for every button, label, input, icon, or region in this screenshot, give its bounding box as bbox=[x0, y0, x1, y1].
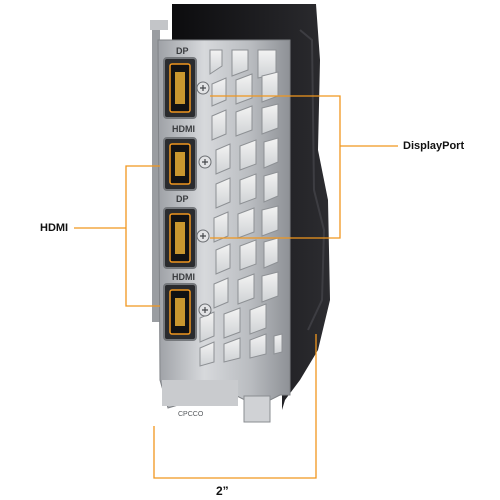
bracket-width-label: 2” bbox=[216, 484, 229, 498]
port-label-hdmi-1: HDMI bbox=[172, 124, 195, 134]
displayport-connector-1 bbox=[163, 57, 210, 119]
shroud-edge-highlight bbox=[299, 29, 326, 331]
port-label-dp-1: DP bbox=[176, 46, 189, 56]
displayport-callout-lines bbox=[210, 95, 398, 239]
hdmi-callout-label: HDMI bbox=[40, 222, 69, 234]
width-dimension-lines bbox=[153, 334, 317, 479]
displayport-callout-label: DisplayPort bbox=[403, 140, 465, 152]
bracket-footer-marking: CPCCO bbox=[178, 411, 204, 418]
vent-cutouts bbox=[199, 49, 283, 367]
hdmi-connector-1 bbox=[163, 137, 212, 191]
bracket-top-tab bbox=[152, 22, 160, 322]
port-label-dp-2: DP bbox=[176, 194, 189, 204]
hdmi-connector-2 bbox=[163, 283, 212, 341]
hdmi-callout-lines bbox=[74, 165, 160, 307]
displayport-connector-2 bbox=[163, 207, 210, 269]
port-label-hdmi-2: HDMI bbox=[172, 272, 195, 282]
